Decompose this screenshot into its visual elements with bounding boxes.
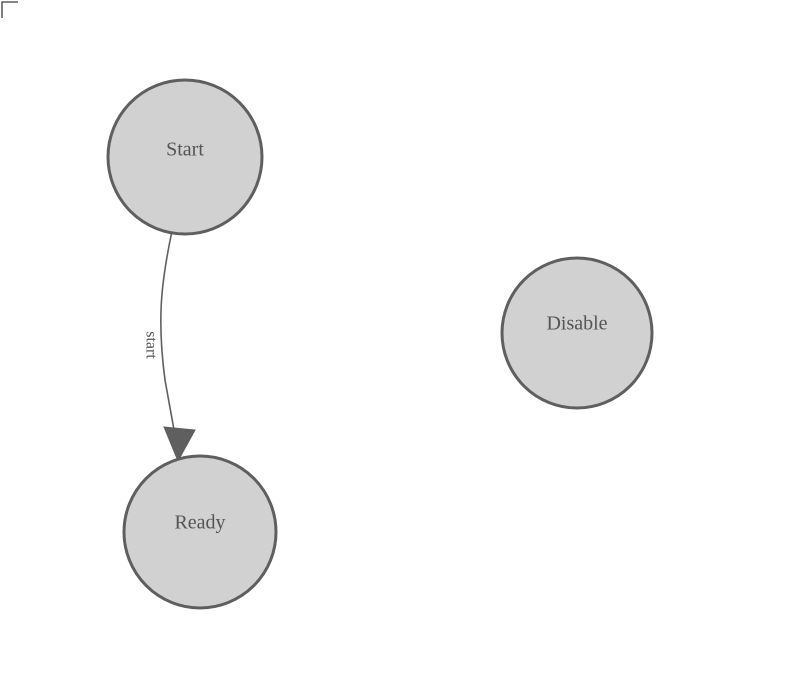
edge-label-start: start xyxy=(142,331,159,359)
crop-corner-mark-icon xyxy=(1,1,18,18)
node-start-circle[interactable] xyxy=(106,78,264,236)
node-ready[interactable]: Ready xyxy=(122,454,278,610)
edge-line xyxy=(160,230,179,453)
node-disable-circle[interactable] xyxy=(500,256,654,410)
node-start-label: Start xyxy=(166,139,204,161)
node-start[interactable]: Start xyxy=(106,78,264,236)
arrowhead-icon xyxy=(163,426,196,463)
node-disable-label: Disable xyxy=(546,313,607,335)
node-ready-circle[interactable] xyxy=(122,454,278,610)
node-ready-label: Ready xyxy=(174,512,225,534)
node-disable[interactable]: Disable xyxy=(500,256,654,410)
edge-start-to-ready[interactable]: start xyxy=(142,230,196,463)
